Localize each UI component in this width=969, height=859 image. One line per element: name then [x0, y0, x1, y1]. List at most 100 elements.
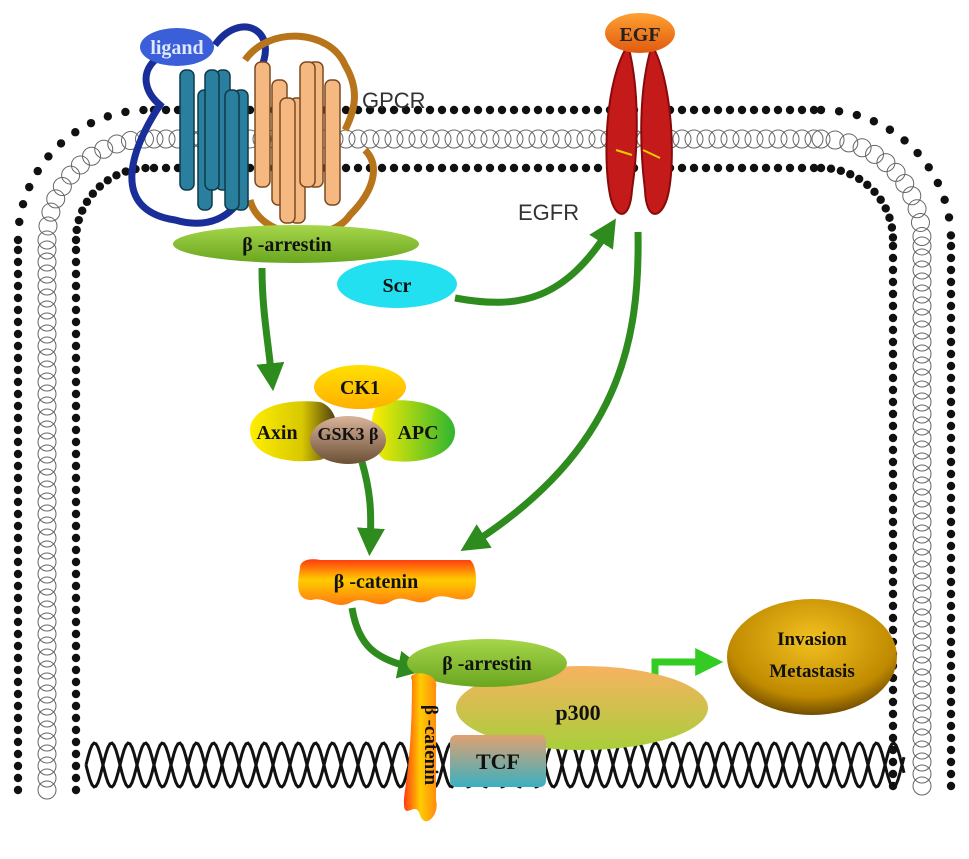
- lipid-head: [13, 485, 23, 495]
- lipid-head: [13, 761, 23, 771]
- lipid-head: [946, 289, 956, 299]
- lipid-tail: [912, 560, 932, 580]
- lipid-head: [888, 457, 898, 467]
- b-arrestin-nuclear-label: β -arrestin: [442, 653, 532, 675]
- lipid-head: [449, 105, 459, 115]
- helix-teal: [204, 69, 220, 191]
- lipid-head: [71, 581, 81, 591]
- lipid-head: [881, 204, 890, 213]
- lipid-head: [689, 105, 699, 115]
- lipid-head: [13, 353, 23, 363]
- lipid-tail: [144, 129, 164, 149]
- lipid-head: [71, 437, 81, 447]
- lipid-head: [161, 105, 171, 115]
- lipid-head: [413, 105, 423, 115]
- lipid-head: [924, 163, 933, 172]
- lipid-head: [888, 325, 898, 335]
- lipid-head: [449, 163, 459, 173]
- lipid-head: [888, 469, 898, 479]
- lipid-tail: [82, 146, 102, 166]
- helix-peach: [279, 97, 296, 224]
- lipid-head: [888, 709, 898, 719]
- lipid-head: [13, 281, 23, 291]
- lipid-head: [13, 521, 23, 531]
- lipid-head: [509, 163, 519, 173]
- lipid-head: [13, 605, 23, 615]
- lipid-tail: [516, 129, 536, 149]
- lipid-head: [946, 757, 956, 767]
- lipid-tail: [912, 776, 932, 796]
- lipid-head: [71, 689, 81, 699]
- gpcr-label: GPCR: [362, 88, 426, 113]
- egfr-label: EGFR: [518, 200, 579, 225]
- lipid-head: [13, 617, 23, 627]
- lipid-head: [13, 413, 23, 423]
- lipid-tail: [37, 312, 57, 332]
- lipid-tail: [912, 488, 932, 508]
- lipid-head: [401, 105, 411, 115]
- lipid-head: [74, 215, 83, 225]
- lipid-head: [846, 170, 855, 179]
- lipid-head: [946, 445, 956, 455]
- lipid-tail: [672, 129, 692, 149]
- lipid-head: [888, 385, 898, 395]
- lipid-tail: [576, 129, 596, 149]
- lipid-head: [103, 176, 112, 185]
- lipid-tail: [37, 564, 57, 584]
- lipid-tail: [912, 332, 932, 352]
- lipid-head: [13, 293, 23, 303]
- lipid-head: [71, 257, 81, 267]
- lipid-head: [677, 163, 687, 173]
- ligand-ellipse: [140, 28, 214, 66]
- lipid-head: [888, 733, 898, 743]
- lipid-head: [88, 189, 98, 198]
- lipid-head: [946, 265, 956, 275]
- lipid-tail: [37, 540, 57, 560]
- lipid-head: [946, 601, 956, 611]
- lipid-head: [13, 713, 23, 723]
- lipid-head: [25, 182, 34, 192]
- lipid-head: [946, 589, 956, 599]
- lipid-tail: [37, 252, 57, 272]
- lipid-tail: [107, 134, 127, 154]
- lipid-head: [888, 481, 898, 491]
- lipid-tail: [37, 768, 57, 788]
- lipid-head: [71, 485, 81, 495]
- lipid-tail: [37, 324, 57, 344]
- lipid-tail: [720, 129, 740, 149]
- helix-peach: [299, 61, 316, 188]
- lipid-head: [826, 164, 836, 173]
- lipid-head: [785, 105, 795, 115]
- helix-peach: [254, 61, 271, 188]
- lipid-head: [13, 641, 23, 651]
- lipid-head: [946, 373, 956, 383]
- lipid-head: [401, 163, 411, 173]
- lipid-head: [876, 195, 885, 204]
- lipid-head: [13, 235, 23, 245]
- lipid-head: [834, 107, 844, 116]
- lipid-head: [473, 163, 483, 173]
- lipid-head: [888, 421, 898, 431]
- lipid-head: [103, 112, 113, 121]
- lipid-head: [946, 469, 956, 479]
- lipid-head: [946, 577, 956, 587]
- lipid-head: [13, 737, 23, 747]
- lipid-head: [71, 545, 81, 555]
- lipid-tail: [895, 174, 915, 194]
- lipid-head: [389, 163, 399, 173]
- lipid-head: [121, 107, 130, 117]
- lipid-head: [71, 773, 81, 783]
- lipid-tail: [37, 756, 57, 776]
- lipid-head: [749, 163, 759, 173]
- lipid-head: [888, 349, 898, 359]
- gsk3b-label: GSK3 β: [318, 424, 379, 444]
- lipid-head: [13, 497, 23, 507]
- lipid-head: [18, 199, 28, 209]
- lipid-head: [888, 517, 898, 527]
- lipid-head: [773, 163, 783, 173]
- lipid-tail: [37, 504, 57, 524]
- lipid-head: [509, 105, 519, 115]
- lipid-tail: [696, 129, 716, 149]
- lipid-head: [71, 377, 81, 387]
- lipid-tail: [780, 129, 800, 149]
